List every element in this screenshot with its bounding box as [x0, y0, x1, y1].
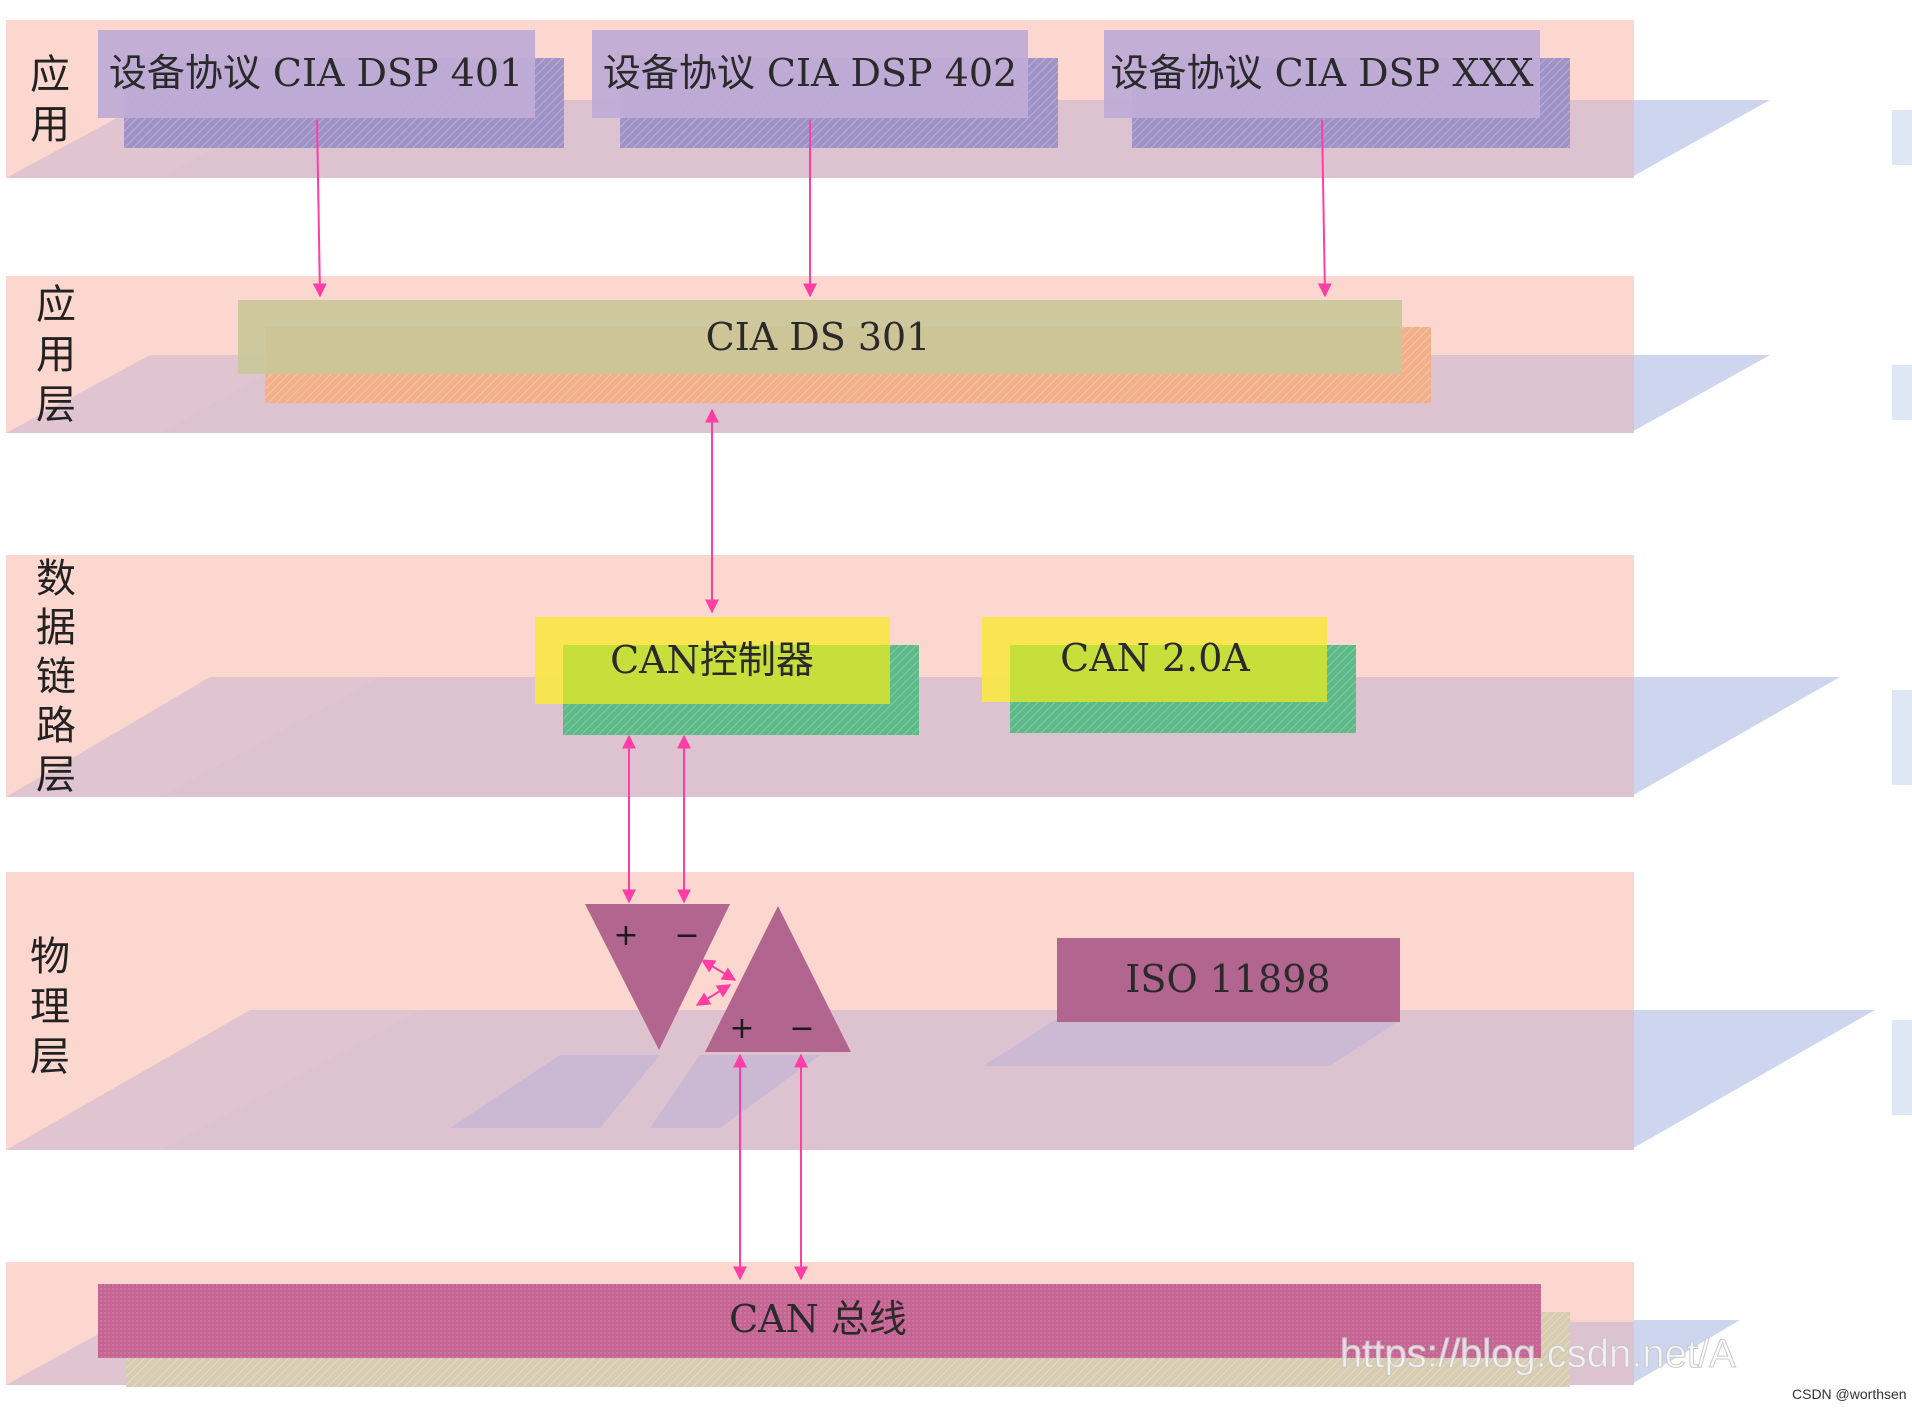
box-ds301-label: CIA DS 301: [706, 315, 931, 359]
arrow-dsp401-to-ds301: [312, 119, 327, 298]
box-dsp402-label: 设备协议 CIA DSP 402: [603, 51, 1017, 95]
driver-plus-sign: +: [613, 918, 638, 953]
layer-label-data-link: 数 据 链 路 层: [36, 556, 89, 798]
driver-minus-sign: −: [674, 918, 699, 953]
layer-physical: 物 理 层: [6, 872, 1875, 1150]
edge-slivers: [1892, 110, 1912, 1115]
receiver-plus-sign: +: [729, 1011, 754, 1046]
box-dspxxx: 设备协议 CIA DSP XXX: [1104, 30, 1570, 148]
box-can-20a-label: CAN 2.0A: [1060, 636, 1250, 680]
box-ds301: CIA DS 301: [238, 300, 1431, 403]
connectors: [312, 119, 1332, 1281]
watermark-text: https://blog.csdn.net/A: [1340, 1332, 1736, 1376]
box-dsp401: 设备协议 CIA DSP 401: [98, 30, 564, 148]
credit-text: CSDN @worthsen: [1792, 1386, 1907, 1402]
receiver-minus-sign: −: [789, 1011, 814, 1046]
box-dsp401-label: 设备协议 CIA DSP 401: [109, 51, 523, 95]
box-can-20a: CAN 2.0A: [982, 617, 1356, 733]
layer-data-link: 数 据 链 路 层: [6, 555, 1840, 798]
coupling-arrow-2: [695, 984, 732, 1006]
box-can-controller-label: CAN控制器: [610, 638, 814, 682]
coupling-arrow-1: [700, 959, 737, 981]
receiver-triangle: [705, 906, 851, 1052]
box-can-controller: CAN控制器: [535, 617, 919, 735]
box-can-bus-label: CAN 总线: [729, 1297, 907, 1341]
driver-triangle: [585, 904, 730, 1050]
arrow-dspxxx-to-ds301: [1317, 119, 1332, 298]
box-dsp402: 设备协议 CIA DSP 402: [592, 30, 1058, 148]
box-iso11898-label: ISO 11898: [1125, 957, 1330, 1001]
iso11898-shadow: [983, 1020, 1400, 1066]
layer-label-application: 应 用: [30, 52, 83, 148]
layer-label-application-layer: 应 用 层: [36, 282, 89, 428]
box-iso11898: ISO 11898: [1057, 938, 1400, 1022]
box-can-bus: CAN 总线: [98, 1284, 1570, 1387]
box-dspxxx-label: 设备协议 CIA DSP XXX: [1111, 51, 1534, 95]
layer-label-physical: 物 理 层: [30, 934, 83, 1080]
